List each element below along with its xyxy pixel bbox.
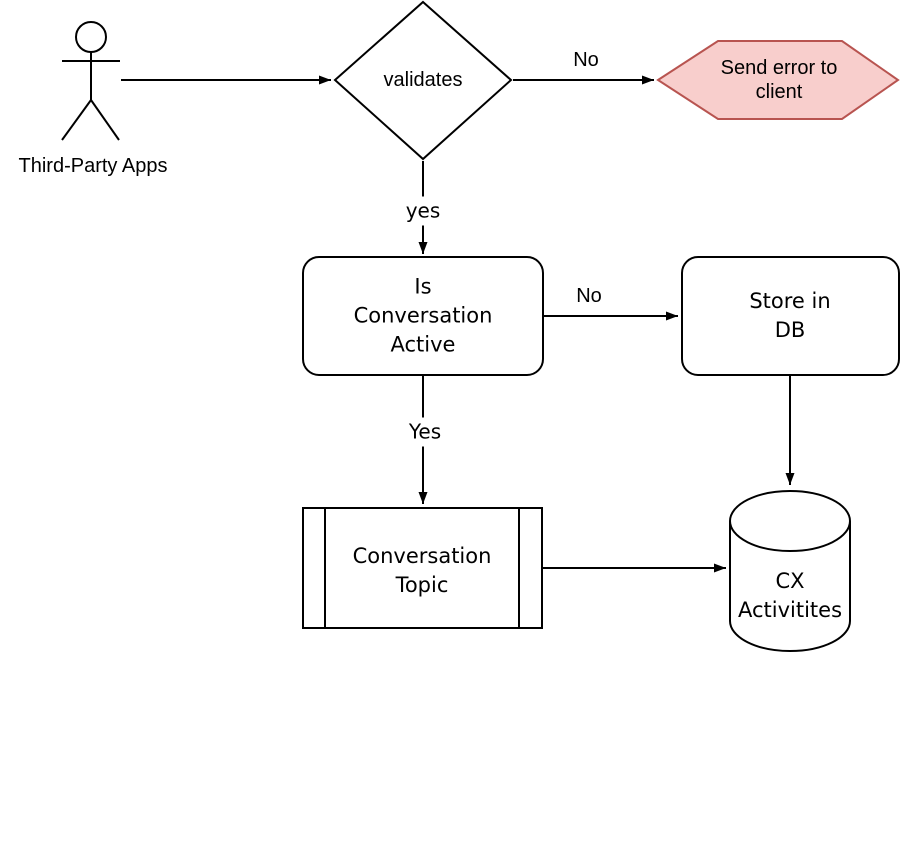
edge-label-validates-yes: yes xyxy=(402,196,444,226)
conversation-topic-label: Conversation Topic xyxy=(352,544,492,597)
error-hexagon-label: Send error to client xyxy=(720,57,838,103)
is-conversation-active-label: Is Conversation Active xyxy=(353,274,493,357)
database-cylinder-shape xyxy=(729,490,851,652)
edge-label-active-yes: Yes xyxy=(405,417,445,447)
actor-label: Third-Party Apps xyxy=(18,155,168,177)
decision-validates-label: validates xyxy=(383,69,463,91)
is-conversation-active-shape xyxy=(302,256,544,376)
store-in-db-shape xyxy=(681,256,900,376)
database-cylinder-label: CX Activitites xyxy=(737,569,843,622)
decision-validates-shape xyxy=(333,0,513,161)
actor-icon xyxy=(61,21,120,141)
error-hexagon-shape xyxy=(656,40,900,120)
edge-label-active-no: No xyxy=(576,285,602,307)
conversation-topic-shape xyxy=(302,507,543,629)
store-in-db-label: Store in DB xyxy=(749,289,831,342)
edge-label-validates-no: No xyxy=(573,49,599,71)
